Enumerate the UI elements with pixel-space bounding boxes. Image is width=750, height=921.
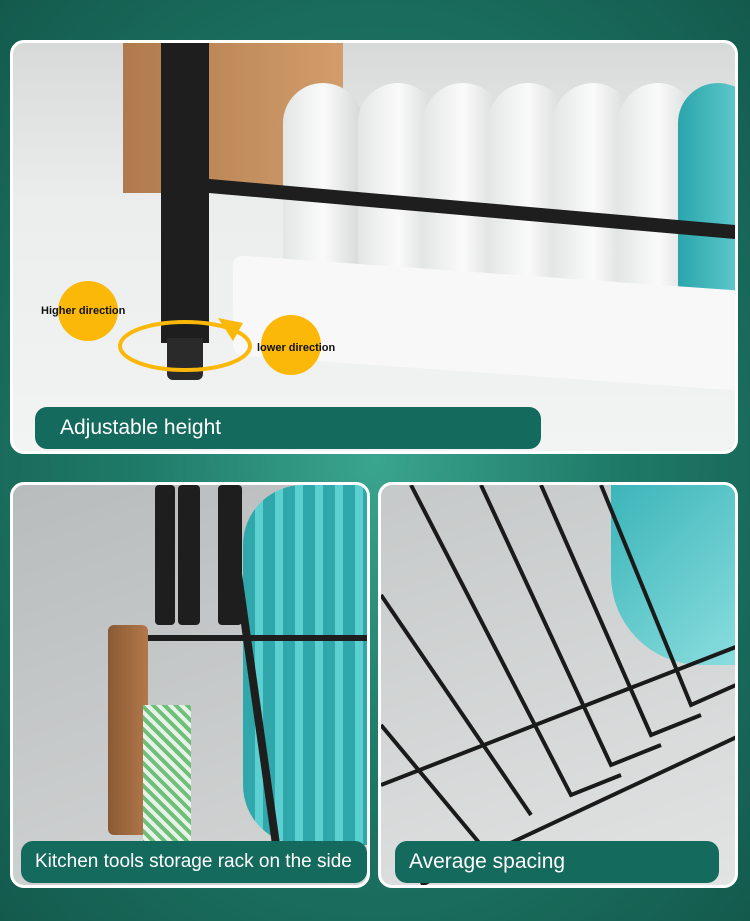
rack-leg: [161, 43, 209, 343]
adjustable-height-photo: Higher direction lower direction Adjusta…: [10, 40, 738, 454]
wire-rack: [381, 485, 735, 885]
panel-caption: Kitchen tools storage rack on the side: [21, 841, 367, 883]
rotation-arrow: [118, 318, 252, 372]
knife: [155, 485, 175, 625]
lower-direction-marker: [261, 315, 321, 375]
panel-caption: Average spacing: [395, 841, 719, 883]
average-spacing-photo: Average spacing: [378, 482, 738, 888]
teal-plates: [243, 485, 367, 845]
kitchen-tools-photo: Kitchen tools storage rack on the side: [10, 482, 370, 888]
panel-caption: Adjustable height: [35, 407, 541, 449]
knife: [178, 485, 200, 625]
wooden-handle: [108, 625, 148, 835]
higher-direction-label: Higher direction: [41, 305, 126, 317]
adjustable-foot: [167, 338, 203, 380]
rack-rail: [138, 635, 367, 641]
towel: [143, 705, 191, 845]
higher-direction-marker: [58, 281, 118, 341]
lower-direction-label: lower direction: [257, 342, 336, 354]
teal-bowl: [678, 83, 735, 323]
